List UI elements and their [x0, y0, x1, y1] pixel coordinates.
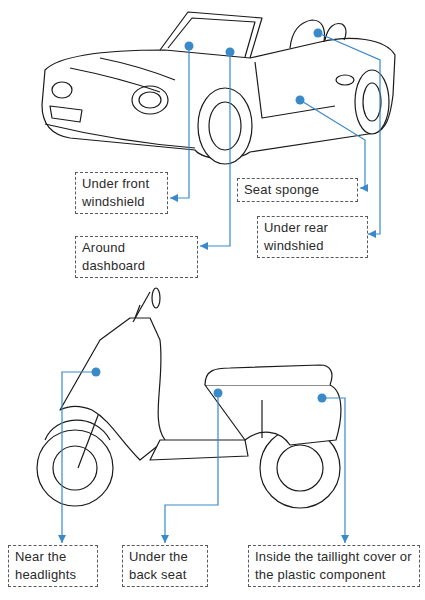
scooter-rear-body [205, 385, 341, 445]
location-dot [296, 96, 305, 105]
leader-line [322, 398, 345, 543]
callout-box: Under front windshield [75, 172, 168, 214]
callout-box: Near the headlights [8, 545, 98, 587]
car-hood-line [100, 58, 175, 80]
callout-text: Around dashboard [82, 239, 191, 275]
scooter-front-body [60, 318, 165, 460]
callout-text: Seat sponge [244, 181, 351, 199]
leader-line [200, 52, 230, 246]
car-drawing [42, 12, 395, 164]
callout-text: Under front windshield [82, 175, 161, 211]
callout-box: Under rear windshied [257, 216, 368, 258]
location-dot [185, 42, 194, 51]
location-dot [92, 368, 101, 377]
scooter-wheel-rim [53, 446, 97, 490]
car-wheel-rim [209, 102, 241, 150]
callout-box: Under the back seat [122, 545, 208, 587]
callout-text: Near the headlights [15, 548, 91, 584]
scooter-panel-line [261, 400, 262, 438]
leader-lines [62, 33, 380, 543]
leader-line [318, 33, 380, 234]
callout-box: Around dashboard [75, 236, 198, 278]
car-wheel [355, 70, 389, 134]
car-windshield-inner [168, 18, 255, 57]
car-grille [50, 106, 82, 122]
callout-box: Seat sponge [237, 178, 358, 202]
scooter-fender [45, 420, 110, 440]
location-dot [214, 389, 223, 398]
car-windshield [160, 12, 262, 58]
scooter-wheel [37, 430, 113, 506]
car-wheel-rim [363, 83, 381, 121]
car-headlight [52, 82, 72, 98]
scooter-wheel-rim [277, 445, 323, 491]
car-bumper [45, 124, 195, 148]
car-seat [290, 20, 325, 48]
car-headlight [139, 92, 161, 108]
scooter-seat [205, 365, 332, 385]
location-dot [318, 394, 327, 403]
car-wheel [198, 88, 252, 164]
car-side-vent [336, 75, 354, 85]
location-dot [226, 48, 235, 57]
scooter-handlebar [133, 292, 150, 322]
leader-line [170, 46, 189, 198]
leader-line [165, 393, 218, 543]
scooter-drawing [37, 288, 341, 508]
callout-text: Under rear windshied [264, 219, 361, 255]
callout-text: Inside the taillight cover or the plasti… [255, 548, 413, 584]
car-hood-line [70, 68, 160, 92]
callout-text: Under the back seat [129, 548, 201, 584]
car-headlight [132, 86, 168, 114]
scooter-mirror [152, 288, 160, 308]
car-door-line [255, 62, 335, 118]
leader-line [300, 100, 365, 188]
callout-box: Inside the taillight cover or the plasti… [248, 545, 420, 587]
location-dot [314, 29, 323, 38]
leader-line [62, 372, 96, 543]
scooter-floorboard [150, 440, 248, 460]
